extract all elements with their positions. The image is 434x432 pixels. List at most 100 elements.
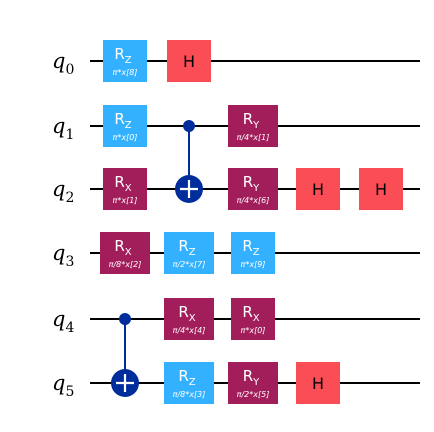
rotation-gate-letter: R (114, 237, 124, 255)
rx-gate-box (164, 298, 214, 340)
rz-gate: RZπ*x[9] (231, 232, 275, 274)
gates-layer: RZπ*x[8]HRZπ*x[0]RXπ*x[1]RYπ/4*x[1]RYπ/4… (100, 40, 403, 404)
qubit-label-3: q3 (52, 241, 74, 270)
rz-gate: RZ π/2*x[7] (164, 232, 214, 274)
qubit-label-index: 3 (65, 254, 74, 270)
h-gate: H (296, 362, 340, 404)
rotation-gate-letter: R (242, 303, 252, 321)
rotation-gate-letter: R (243, 367, 253, 385)
h-gate: H (167, 40, 211, 82)
h-gate-box (359, 168, 403, 210)
rotation-gate-parameter: π*x[1] (113, 196, 138, 205)
rotation-gate-axis: Z (189, 247, 196, 258)
ry-gate: RYπ/2*x[5] (228, 362, 278, 404)
ry-gate-box (228, 362, 278, 404)
rotation-gate-label: RX (242, 303, 259, 324)
rotation-gate-label: RZ (242, 237, 259, 258)
rotation-gate-label: RX (114, 173, 131, 194)
rotation-gate-label: RY (243, 110, 260, 131)
rotation-gate-axis: X (189, 313, 196, 324)
rotation-gate-parameter: π*x[0] (113, 133, 138, 142)
qubit-label-index: 4 (65, 320, 74, 336)
rotation-gate-axis: Z (125, 55, 132, 66)
rotation-gate-axis: Y (252, 377, 260, 388)
rotation-gate-axis: Y (252, 183, 260, 194)
rx-gate: RXπ*x[0] (231, 298, 275, 340)
qubit-label-index: 5 (65, 384, 74, 400)
rotation-gate-parameter: π/4*x[1] (237, 133, 270, 142)
qubit-label-letter: q (52, 177, 65, 201)
qubit-label-letter: q (52, 241, 65, 265)
qubit-label-letter: q (52, 371, 65, 395)
rz-gate-box (103, 105, 147, 147)
qubit-label-index: 1 (65, 127, 74, 143)
rotation-gate-label: RZ (114, 45, 131, 66)
ry-gate: RYπ/4*x[1] (228, 105, 278, 147)
h-gate-label: H (375, 180, 387, 199)
rotation-gate-label: RY (243, 173, 260, 194)
qubit-label-1: q1 (52, 114, 74, 143)
qubit-label-letter: q (52, 114, 65, 138)
rotation-gate-axis: X (125, 183, 132, 194)
rotation-gate-parameter: π/2*x[7] (173, 260, 206, 269)
rz-gate: RZπ/8*x[3] (164, 362, 214, 404)
rotation-gate-label: RX (178, 303, 195, 324)
qubit-label-index: 0 (65, 62, 74, 78)
rotation-gate-parameter: π*x[9] (241, 260, 266, 269)
rx-gate-box (103, 168, 147, 210)
rotation-gate-axis: Z (189, 377, 196, 388)
h-gate-box (296, 362, 340, 404)
rotation-gate-letter: R (178, 367, 188, 385)
qubit-label-letter: q (52, 307, 65, 331)
rotation-gate-parameter: π/4*x[4] (173, 326, 206, 335)
rotation-gate-parameter: π/8*x[2] (109, 260, 142, 269)
h-gate-label: H (312, 180, 324, 199)
rz-gate-box (231, 232, 275, 274)
rx-gate-box (231, 298, 275, 340)
rotation-gate-axis: Z (125, 120, 132, 131)
rotation-gate-letter: R (242, 237, 252, 255)
rotation-gate-parameter: π/4*x[6] (237, 196, 270, 205)
qubit-label-4: q4 (52, 307, 74, 336)
rz-gate-box (164, 362, 214, 404)
rotation-gate-label: RZ (114, 110, 131, 131)
rx-gate: RXπ/8*x[2] (100, 232, 150, 274)
rotation-gate-letter: R (178, 303, 188, 321)
rotation-gate-label: RZ (178, 237, 195, 258)
h-gate: H (359, 168, 403, 210)
rotation-gate-axis: Y (252, 120, 260, 131)
h-gate-label: H (183, 52, 195, 71)
ry-gate-box (228, 105, 278, 147)
qubit-label-letter: q (52, 49, 65, 73)
ry-gate: RYπ/4*x[6] (228, 168, 278, 210)
rotation-gate-label: RY (243, 367, 260, 388)
rotation-gate-parameter: π*x[8] (113, 68, 138, 77)
rotation-gate-label: RZ (178, 367, 195, 388)
rz-gate: RZ π*x[8] (103, 40, 147, 82)
rotation-gate-axis: X (125, 247, 132, 258)
rotation-gate-axis: X (253, 313, 260, 324)
rz-gate-box (164, 232, 214, 274)
rx-gate: RXπ/4*x[4] (164, 298, 214, 340)
rz-gate: RZ π*x[0] (103, 105, 147, 147)
h-gate-box (296, 168, 340, 210)
h-gate: H (296, 168, 340, 210)
rotation-gate-letter: R (243, 110, 253, 128)
ry-gate-box (228, 168, 278, 210)
rx-gate: RXπ*x[1] (103, 168, 147, 210)
qubit-label-index: 2 (65, 190, 74, 206)
rotation-gate-axis: Z (253, 247, 260, 258)
rotation-gate-parameter: π/2*x[5] (237, 390, 270, 399)
qubit-label-0: q0 (52, 49, 74, 78)
qubit-label-5: q5 (52, 371, 74, 400)
rx-gate-box (100, 232, 150, 274)
rotation-gate-letter: R (114, 173, 124, 191)
cnot-control-dot (183, 120, 195, 132)
rotation-gate-letter: R (243, 173, 253, 191)
rotation-gate-parameter: π/8*x[3] (173, 390, 206, 399)
qubit-label-2: q2 (52, 177, 74, 206)
h-gate-label: H (312, 374, 324, 393)
cnot-control-dot (119, 313, 131, 325)
